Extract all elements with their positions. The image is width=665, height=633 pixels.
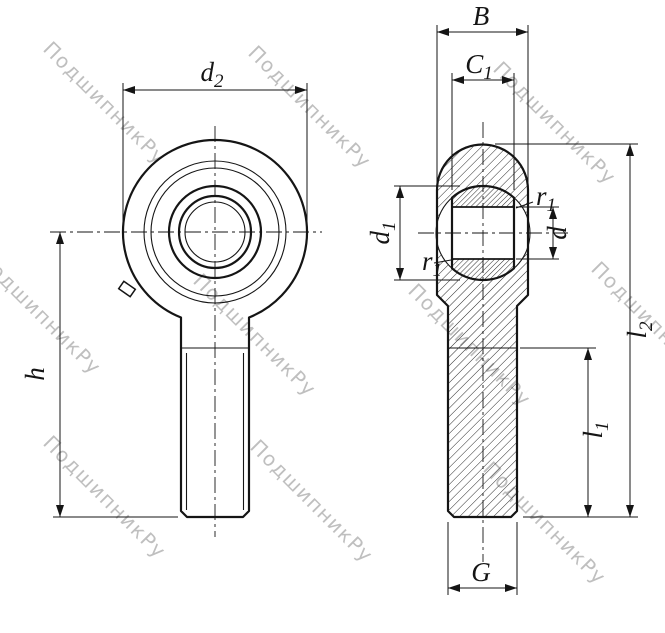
dim-label-r1-lower: r1 xyxy=(422,246,442,281)
watermark-text: ПодшипникРу xyxy=(38,37,171,170)
dim-label-d: d xyxy=(542,226,572,240)
dim-label-h: h xyxy=(20,367,50,381)
head-and-shank-outline xyxy=(121,138,309,519)
front-view-dimensions xyxy=(53,83,308,518)
dim-label-G: G xyxy=(471,557,491,587)
watermark-text: ПодшипникРу xyxy=(0,247,106,380)
front-view xyxy=(50,126,322,537)
watermark-text: ПодшипникРу xyxy=(245,435,378,568)
watermark-text: ПодшипникРу xyxy=(38,431,171,564)
dimension-labels: d2 B C1 d1 r1 r1 d h l2 l1 G xyxy=(20,1,657,587)
watermark-layer: ПодшипникРу ПодшипникРу ПодшипникРу Подш… xyxy=(0,37,665,590)
ball-outline xyxy=(450,184,516,282)
dim-label-d1: d1 xyxy=(365,222,400,245)
dim-label-d2: d2 xyxy=(201,57,225,92)
dim-label-l1: l1 xyxy=(578,421,613,438)
dim-label-l2: l2 xyxy=(622,321,657,339)
dim-label-r1-upper: r1 xyxy=(536,181,556,216)
dim-label-B: B xyxy=(473,1,490,31)
dim-label-C1: C1 xyxy=(465,49,493,84)
r1-upper-leader xyxy=(515,201,534,209)
housing-outline xyxy=(435,143,530,519)
section-view xyxy=(418,122,568,562)
grease-fitting-tab xyxy=(117,280,137,298)
section-view-dimensions xyxy=(394,25,638,595)
watermark-text: ПодшипникРу xyxy=(188,269,321,402)
r1-lower-leader xyxy=(433,259,452,264)
